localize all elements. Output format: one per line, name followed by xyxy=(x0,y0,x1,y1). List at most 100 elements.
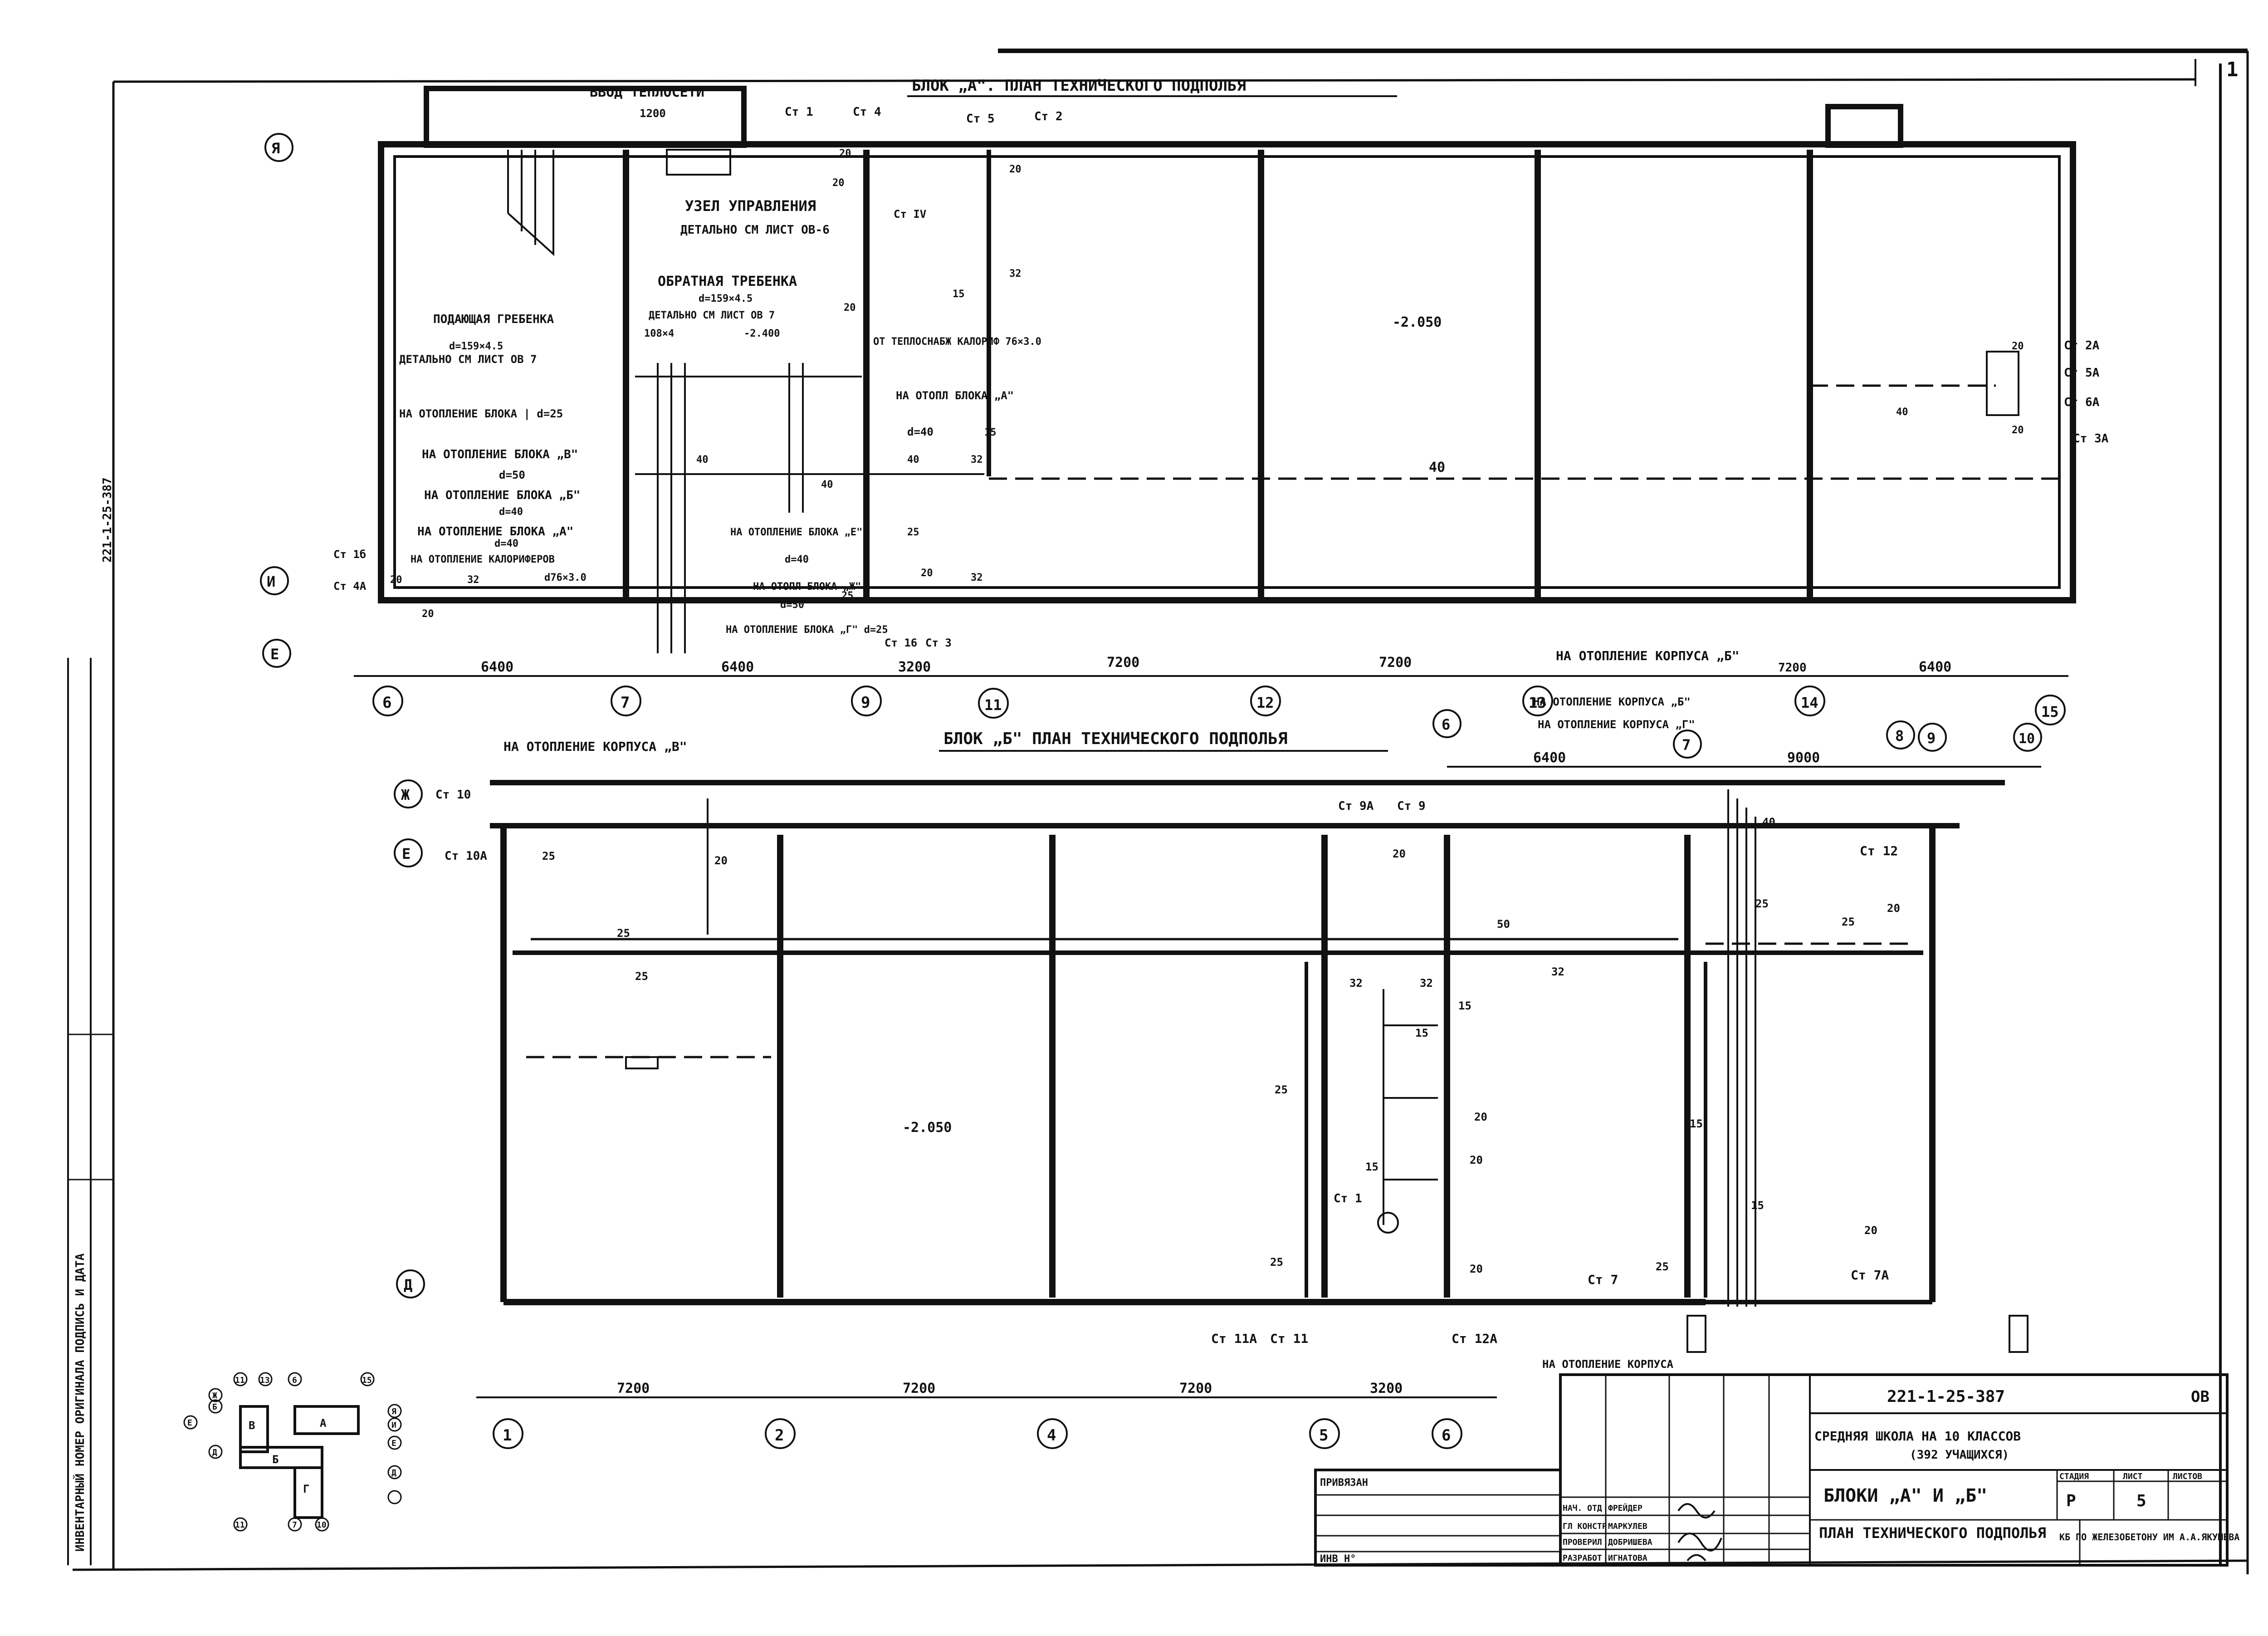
project-name: СРЕДНЯЯ ШКОЛА НА 10 КЛАССОВ xyxy=(1814,1429,2021,1444)
pipe-size: 25 xyxy=(1842,916,1855,928)
key-axis: 11 xyxy=(235,1520,245,1530)
supply-pipe-label: ПОДАЮЩАЯ ГРЕБЕНКА xyxy=(433,313,554,326)
riser-label: Ст 10А xyxy=(445,849,487,863)
control-unit-ref: ДЕТАЛЬНО СМ ЛИСТ ОВ-6 xyxy=(680,223,830,237)
heating-korpus-b2-label: НА ОТОПЛЕНИЕ КОРПУСА „Б" xyxy=(1533,696,1691,708)
axis-label: 2 xyxy=(775,1426,784,1445)
block-b-plan: БЛОК „Б" ПЛАН ТЕХНИЧЕСКОГО ПОДПОЛЬЯ НА О… xyxy=(394,696,2042,1449)
pipe-size: 15 xyxy=(953,289,965,300)
riser-label: Ст 10 xyxy=(435,788,471,802)
axis-label: 10 xyxy=(2019,731,2035,747)
pipe-size: 50 xyxy=(1497,918,1510,931)
role: ГЛ КОНСТР xyxy=(1563,1522,1607,1531)
axis-label: Е xyxy=(402,845,411,862)
riser-label: Ст 16 xyxy=(885,637,917,649)
riser-label: Ст 1 xyxy=(785,105,813,119)
dim-value: 6400 xyxy=(1533,750,1566,766)
radiator-d: d76×3.0 xyxy=(544,572,587,583)
axis-label: 15 xyxy=(2041,703,2059,720)
riser-label: Ст 2 xyxy=(1034,110,1063,123)
heating-a-label: НА ОТОПЛЕНИЕ БЛОКА | d=25 xyxy=(399,407,563,420)
key-block: Б xyxy=(272,1453,279,1466)
drawing-name: БЛОКИ „А" И „Б" xyxy=(1823,1485,1987,1506)
return-pipe-d: d=159×4.5 xyxy=(699,293,753,304)
key-axis: Д xyxy=(212,1448,217,1457)
riser-label: Ст 11 xyxy=(1270,1331,1308,1346)
block-b-level: -2.050 xyxy=(903,1120,952,1136)
pipe-size: 20 xyxy=(844,302,856,313)
pipe-size: 20 xyxy=(1474,1111,1487,1123)
heating-v-label: НА ОТОПЛЕНИЕ БЛОКА „В" xyxy=(422,448,578,461)
person-name: МАРКУЛЕВ xyxy=(1608,1522,1647,1531)
pipe-size: 20 xyxy=(832,177,845,189)
stage-value: Р xyxy=(2066,1492,2076,1510)
pipe-size: 20 xyxy=(2012,341,2024,352)
axis-label: 6 xyxy=(382,694,391,712)
axis-markers-left-b: Ж Е Д xyxy=(394,779,425,1298)
stage-label: СТАДИЯ xyxy=(2059,1472,2089,1481)
sheet-frame xyxy=(72,49,2249,1574)
drawing-title: ПЛАН ТЕХНИЧЕСКОГО ПОДПОЛЬЯ xyxy=(1819,1524,2046,1542)
heating-block-a-label: НА ОТОПЛ БЛОКА „А" xyxy=(896,389,1014,402)
riser-label: Ст 1 xyxy=(1334,1192,1362,1205)
pipe-108: 108×4 xyxy=(644,328,674,339)
pipe-size: 15 xyxy=(1458,999,1471,1012)
dim-value: 7200 xyxy=(1379,655,1412,671)
heating-korpus-b-label: НА ОТОПЛЕНИЕ КОРПУСА „Б" xyxy=(1556,648,1740,663)
role: РАЗРАБОТ xyxy=(1563,1553,1602,1563)
pipe-size: 20 xyxy=(1009,164,1022,175)
axis-label: 14 xyxy=(1801,694,1818,711)
key-axis: Е xyxy=(187,1418,192,1428)
key-block: В xyxy=(249,1419,255,1432)
axis-label: Е xyxy=(270,646,279,663)
pipe-size: 15 xyxy=(1690,1117,1703,1130)
key-axis: 11 xyxy=(235,1376,245,1385)
axis-label: 1 xyxy=(503,1426,512,1445)
key-axis: Е xyxy=(391,1439,396,1448)
key-plan: В А Б Г 11 13 6 15 Ж Б Е Д Я И Е Д 11 7 … xyxy=(183,1372,402,1532)
riser-label: Ст 5 xyxy=(966,112,995,126)
org-name: КБ ПО ЖЕЛЕЗОБЕТОНУ ИМ А.А.ЯКУШЕВА xyxy=(2059,1532,2239,1543)
heating-korpus-v-label: НА ОТОПЛЕНИЕ КОРПУСА „В" xyxy=(503,739,687,754)
axis-label: 12 xyxy=(1256,694,1274,711)
heating-korpus-label: НА ОТОПЛЕНИЕ КОРПУСА xyxy=(1542,1358,1674,1371)
key-axis: Д xyxy=(391,1468,396,1478)
heating-block-zh-label: НА ОТОПЛ БЛОКА „Ж" xyxy=(753,581,861,593)
heating-block-e-d: d=40 xyxy=(785,554,809,565)
pipe-size: 25 xyxy=(1270,1256,1283,1269)
supply-pipe-d: d=159×4.5 xyxy=(449,341,503,352)
project-sub: (392 УЧАЩИХСЯ) xyxy=(1910,1448,2009,1462)
key-axis: Я xyxy=(391,1407,396,1416)
riser-label: Ст 9А xyxy=(1338,799,1374,813)
pipe-size: 25 xyxy=(1656,1260,1669,1273)
sheet-value: 5 xyxy=(2136,1492,2146,1510)
heating-b-label: НА ОТОПЛЕНИЕ БЛОКА „Б" xyxy=(424,489,580,502)
dim-value: 6400 xyxy=(481,659,513,675)
supply-pipe-ref: ДЕТАЛЬНО СМ ЛИСТ ОВ 7 xyxy=(399,353,537,366)
key-block: А xyxy=(320,1417,327,1430)
pipe-size: 20 xyxy=(422,608,434,620)
key-axis: 15 xyxy=(362,1376,372,1385)
pipe-size: 32 xyxy=(1009,268,1022,279)
radiator-heating-label: НА ОТОПЛЕНИЕ КАЛОРИФЕРОВ xyxy=(411,554,555,565)
side-strip: 221-1-25-387 ИНВЕНТАРНЫЙ НОМЕР ОРИГИНАЛА… xyxy=(67,477,114,1565)
inv-label: ИНВ Н° xyxy=(1320,1553,1356,1565)
axis-label: Ж xyxy=(401,786,410,803)
side-text: ИНВЕНТАРНЫЙ НОМЕР ОРИГИНАЛА ПОДПИСЬ И ДА… xyxy=(73,1253,87,1552)
pipe-size: 25 xyxy=(841,590,854,602)
axis-markers-top-b: 6 7 8 9 10 xyxy=(1432,709,2042,759)
pipe-size: 32 xyxy=(971,454,983,465)
control-unit-label: УЗЕЛ УПРАВЛЕНИЯ xyxy=(685,197,816,215)
pipe-size: 20 xyxy=(921,568,933,579)
axis-label: 7 xyxy=(1682,736,1691,754)
axis-markers-bottom-b: 1 2 4 5 6 xyxy=(493,1418,1462,1449)
dim-value: 7200 xyxy=(903,1381,935,1396)
pipe-size: 32 xyxy=(1420,977,1433,989)
level-2400: -2.400 xyxy=(744,328,780,339)
dim-value: 7200 xyxy=(617,1381,650,1396)
riser-label: Ст 2А xyxy=(2064,339,2100,353)
axis-label: 5 xyxy=(1319,1426,1328,1445)
key-axis: Б xyxy=(212,1402,217,1412)
heating-b-d: d=40 xyxy=(499,506,523,518)
pipe-size: 32 xyxy=(467,574,479,586)
